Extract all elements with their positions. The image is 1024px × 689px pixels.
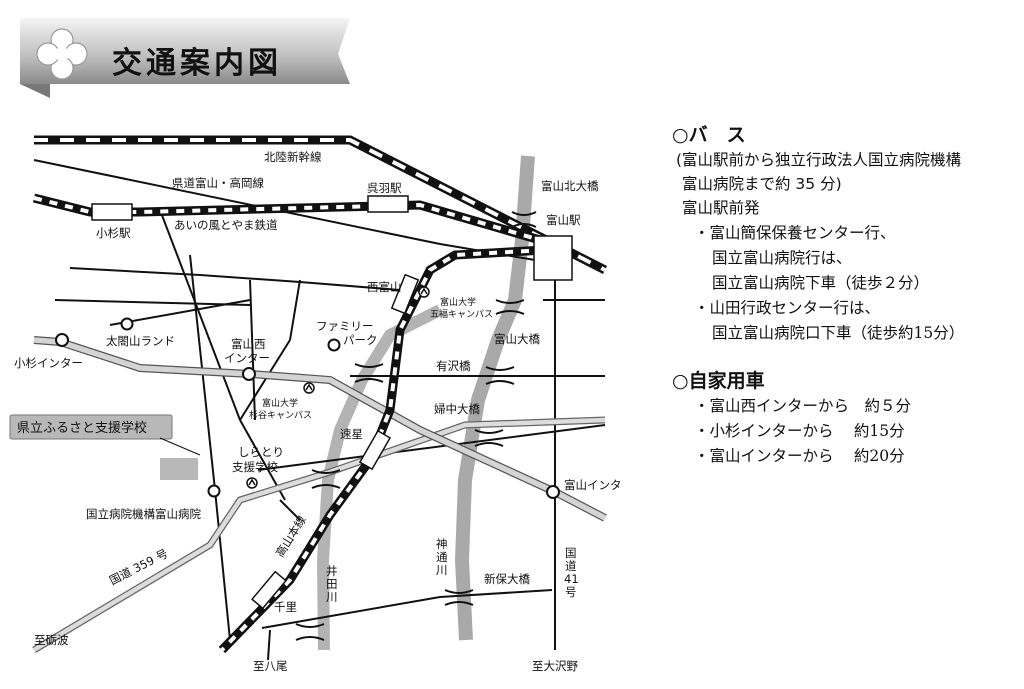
label-jinzu-3: 川 xyxy=(436,563,448,577)
label-school-name: 県立ふるさと支援学校 xyxy=(17,420,147,436)
school-label-box xyxy=(9,414,173,440)
label-kosugi-ic: 小杉インター xyxy=(14,356,83,370)
label-kokudo41-4: 号 xyxy=(565,585,577,599)
label-toyama-ohashi: 富山大橋 xyxy=(494,332,540,346)
label-toyama-ic: 富山インター xyxy=(564,478,620,492)
label-univ-sugitani-1: 富山大学 xyxy=(262,397,298,409)
bus-subtitle-1: (富山駅前から独立行政法人国立病院機構 xyxy=(676,151,962,169)
car-line: ・富山西インターから 約５分 xyxy=(694,397,912,415)
label-shiratori-2: 支援学校 xyxy=(232,460,278,474)
label-to-osawano: 至大沢野 xyxy=(532,659,578,673)
bus-heading: ○バ ス xyxy=(672,124,746,146)
label-ainokaze: あいの風とやま鉄道 xyxy=(174,218,278,232)
stations xyxy=(91,195,573,610)
label-fuchu-ohashi: 婦中大橋 xyxy=(434,402,480,416)
car-heading: ○自家用車 xyxy=(672,370,765,392)
label-jinzu-1: 神 xyxy=(436,537,448,551)
car-line: ・富山インターから 約20分 xyxy=(694,447,905,465)
ida-river xyxy=(317,304,443,651)
label-shinpo-ohashi: 新保大橋 xyxy=(484,572,530,586)
label-senri: 千里 xyxy=(274,600,297,614)
label-nishi-toyama: 西富山 xyxy=(367,280,402,294)
title-banner: 交通案内図 xyxy=(20,14,358,98)
label-hayahoshi: 速星 xyxy=(340,427,363,441)
label-to-yatsuo: 至八尾 xyxy=(253,659,288,673)
school-marker xyxy=(160,458,198,480)
label-ida-2: 田 xyxy=(326,577,338,591)
bus-line: ・山田行政センター行は、 xyxy=(694,299,881,317)
bus-subtitle-2: 富山病院まで約 35 分) xyxy=(682,175,842,193)
label-shiratori-1: しらとり xyxy=(238,445,284,459)
label-hospital: 国立病院機構富山病院 xyxy=(86,507,201,521)
label-ida-3: 川 xyxy=(326,590,338,604)
label-kureha-station: 呉羽駅 xyxy=(367,181,402,195)
label-toyama-nishi-ic-2: インター xyxy=(224,351,270,365)
clover-icon xyxy=(36,28,88,80)
label-kokudo41-3: 41 xyxy=(564,572,579,586)
label-toyama-nishi-ic-1: 富山西 xyxy=(231,337,266,351)
bus-line: 富山駅前発 xyxy=(682,199,760,217)
car-line: ・小杉インターから 約15分 xyxy=(694,422,905,440)
label-kosugi-station: 小杉駅 xyxy=(96,226,131,240)
label-kokudo41-1: 国 xyxy=(565,546,577,560)
banner-shape xyxy=(20,18,350,98)
label-family-park-1: ファミリー xyxy=(316,319,374,333)
label-kendo: 県道富山・高岡線 xyxy=(172,176,264,190)
bus-line: 国立富山病院行は、 xyxy=(712,249,852,267)
label-ida-1: 井 xyxy=(326,564,338,578)
label-jinzu-2: 通 xyxy=(436,550,448,564)
label-taikouyama: 太閤山ランド xyxy=(106,334,175,348)
poi-markers xyxy=(55,317,560,499)
label-univ-gofuku-1: 富山大学 xyxy=(440,296,476,308)
label-ariso-bashi: 有沢橋 xyxy=(436,359,471,373)
emblem-icon xyxy=(246,286,430,489)
access-map: 北陸新幹線 県道富山・高岡線 呉羽駅 小杉駅 あいの風とやま鉄道 富山北大橋 富… xyxy=(9,135,620,673)
label-univ-gofuku-2: 五福キャンパス xyxy=(430,308,493,320)
label-family-park-2: パーク xyxy=(343,333,378,347)
label-toyama-station: 富山駅 xyxy=(546,213,581,227)
label-to-tonami: 至砺波 xyxy=(34,633,69,647)
page-title: 交通案内図 xyxy=(112,46,282,81)
label-toyama-kita-ohashi: 富山北大橋 xyxy=(541,179,599,193)
label-univ-sugitani-2: 杉谷キャンパス xyxy=(249,409,312,421)
bus-line: 国立富山病院下車（徒歩２分） xyxy=(712,274,930,292)
bus-line: ・富山簡保保養センター行、 xyxy=(694,224,896,242)
access-info-panel: ○バ ス (富山駅前から独立行政法人国立病院機構 富山病院まで約 35 分) 富… xyxy=(672,122,1017,469)
bus-line: 国立富山病院口下車（徒歩約15分） xyxy=(712,324,965,342)
label-kokudo41-2: 道 xyxy=(565,559,577,573)
label-shinkansen: 北陸新幹線 xyxy=(264,150,322,164)
label-kokudo359: 国道 359 号 xyxy=(107,546,170,587)
bridges xyxy=(295,211,537,641)
